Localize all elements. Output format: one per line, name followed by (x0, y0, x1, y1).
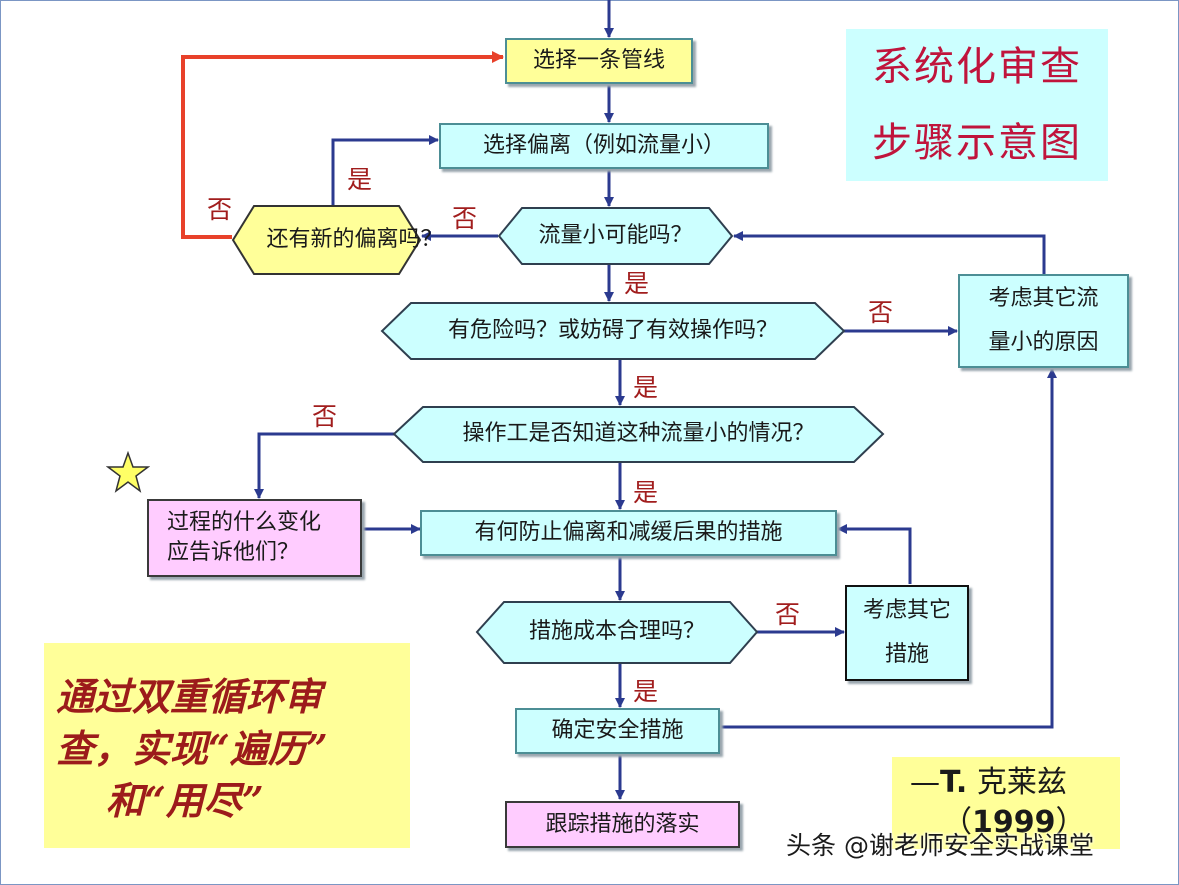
citation-paren-close: ） (1055, 805, 1086, 840)
label-no-lowflow: 否 (452, 204, 478, 233)
more-deviations-decision: 还有新的偏离吗？ (231, 205, 443, 275)
citation-year-line: （1999） (910, 803, 1120, 843)
what-changes-box: 过程的什么变化应告诉他们？ (147, 499, 362, 577)
citation-box: —T. 克莱兹 （1999） (892, 757, 1120, 849)
select-deviation-label: 选择偏离（例如流量小） (482, 133, 725, 159)
watermark: 头条 @谢老师安全实战课堂 (786, 831, 1094, 860)
select-deviation-box: 选择偏离（例如流量小） (439, 123, 769, 169)
low-flow-possible-decision: 流量小可能吗？ (497, 207, 734, 265)
other-causes-label: 考虑其它流量小的原因 (988, 286, 1099, 355)
label-yes-more: 是 (347, 165, 373, 194)
low-flow-possible-label: 流量小可能吗？ (538, 222, 693, 248)
operator-knows-label: 操作工是否知道这种流量小的情况？ (462, 421, 815, 447)
select-pipeline-label: 选择一条管线 (532, 48, 665, 74)
select-pipeline-box: 选择一条管线 (505, 38, 693, 84)
arrow-othermeasures-back (837, 524, 912, 584)
hazard-label: 有危险吗？或妨碍了有效操作吗？ (447, 317, 778, 343)
star-icon (106, 451, 150, 493)
label-no-loop: 否 (207, 195, 233, 224)
label-no-operator: 否 (312, 402, 338, 431)
what-changes-label: 过程的什么变化应告诉他们？ (167, 510, 322, 565)
other-measures-label: 考虑其它措施 (863, 598, 952, 667)
track-measures-label: 跟踪措施的落实 (545, 811, 700, 837)
other-causes-box: 考虑其它流量小的原因 (958, 274, 1129, 368)
hazard-decision: 有危险吗？或妨碍了有效操作吗？ (380, 302, 846, 360)
other-measures-box: 考虑其它措施 (845, 585, 969, 681)
double-loop-note: 通过双重循环审 查，实现“遍历” 和“用尽” (44, 643, 410, 848)
diagram-title-line1: 系统化审查 (872, 44, 1082, 90)
label-yes-operator: 是 (633, 478, 659, 507)
arrow-operator-no (254, 432, 394, 499)
cost-reasonable-label: 措施成本合理吗？ (528, 619, 705, 645)
citation-prefix: — (910, 765, 940, 800)
track-measures-box: 跟踪措施的落实 (505, 801, 740, 848)
citation-initial: T. (940, 765, 968, 800)
diagram-title-line2: 步骤示意图 (872, 120, 1082, 166)
prevent-mitigate-box: 有何防止偏离和减缓后果的措施 (420, 510, 837, 556)
label-yes-lowflow: 是 (624, 269, 650, 298)
label-yes-cost: 是 (633, 677, 659, 706)
note-line2: 查，实现“遍历” (56, 726, 328, 771)
citation-year: 1999 (972, 805, 1056, 840)
label-no-cost: 否 (775, 600, 801, 629)
diagram-title-box: 系统化审查 步骤示意图 (846, 29, 1108, 181)
confirm-measures-label: 确定安全措施 (551, 718, 684, 744)
confirm-measures-box: 确定安全措施 (515, 708, 720, 754)
arrow-more-yes (331, 135, 439, 205)
note-line1: 通过双重循环审 (56, 674, 323, 719)
prevent-mitigate-label: 有何防止偏离和减缓后果的措施 (474, 520, 783, 546)
arrow-more-no-loop (181, 51, 504, 239)
label-yes-hazard: 是 (633, 373, 659, 402)
citation-author: —T. 克莱兹 (910, 763, 1120, 803)
citation-name: 克莱兹 (976, 765, 1067, 800)
more-deviations-label: 还有新的偏离吗？ (266, 226, 443, 252)
arrow-othercauses-back (733, 231, 1046, 274)
operator-knows-decision: 操作工是否知道这种流量小的情况？ (392, 406, 885, 463)
label-no-hazard: 否 (868, 298, 894, 327)
arrow-confirm-to-othercauses (720, 368, 1057, 729)
citation-paren-open: （ (942, 805, 972, 840)
note-line3: 和“用尽” (106, 778, 264, 823)
cost-reasonable-decision: 措施成本合理吗？ (475, 601, 759, 664)
